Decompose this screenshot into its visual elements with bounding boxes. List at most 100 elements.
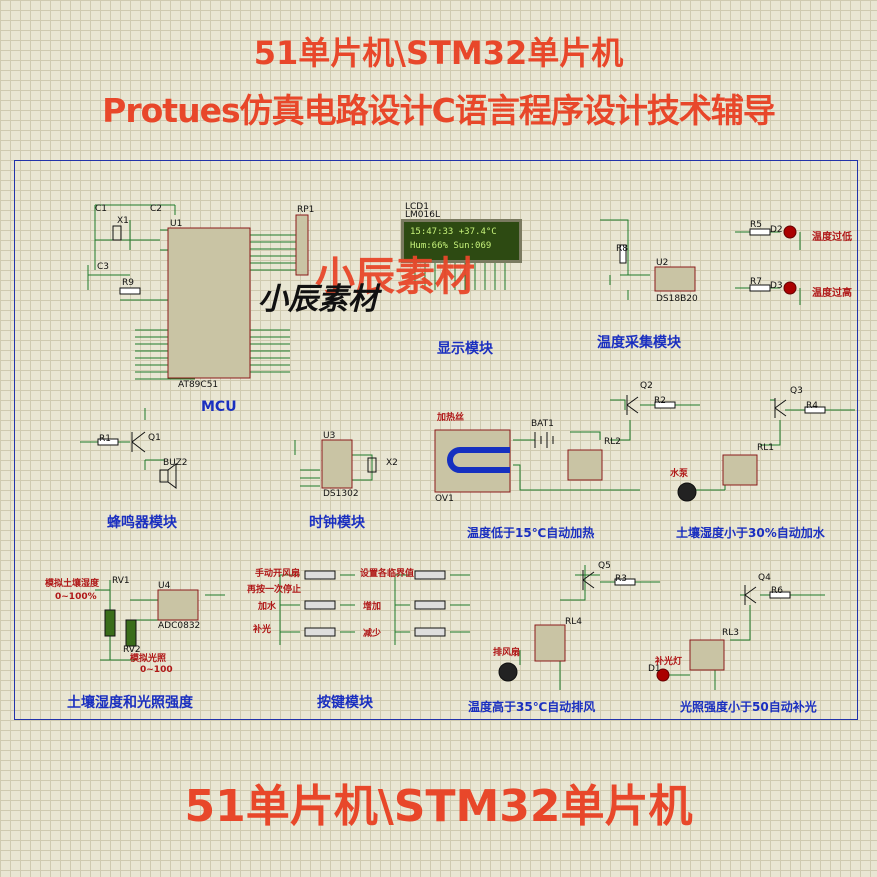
part-label: C3 xyxy=(97,262,110,272)
part-label: BAT1 xyxy=(531,419,554,429)
part-label: R3 xyxy=(615,574,627,584)
pump-motor xyxy=(677,482,697,502)
part-label: D1 xyxy=(648,664,661,674)
light-sensor-label: 模拟光照 xyxy=(130,654,167,664)
watermark-italic: 小辰素材 xyxy=(258,282,378,317)
module-label-keys: 按键模块 xyxy=(317,695,373,711)
mcu-chip xyxy=(167,227,251,379)
buzzer-symbol xyxy=(159,463,177,489)
part-label: RP1 xyxy=(297,205,315,215)
key-label-fan: 手动开风扇 xyxy=(255,569,301,579)
wire xyxy=(250,234,300,271)
part-label: RL1 xyxy=(757,443,774,453)
part-label: ADC0832 xyxy=(158,621,201,631)
part-label: R6 xyxy=(771,586,783,596)
part-label: BUZ2 xyxy=(163,458,188,468)
part-label: LCD1 xyxy=(405,202,429,212)
part-label: C2 xyxy=(150,204,163,214)
part-label: D3 xyxy=(770,281,783,291)
u2-sensor xyxy=(654,266,696,292)
key-label-water: 加水 xyxy=(258,602,277,612)
d2-led xyxy=(783,225,797,239)
part-label: RL2 xyxy=(604,437,621,447)
wire xyxy=(519,565,660,690)
u4-adc-chip xyxy=(157,589,199,621)
part-label: DS18B20 xyxy=(656,294,698,304)
bottom-title: 51单片机\STM32单片机 xyxy=(184,781,693,832)
rl1-relay xyxy=(722,454,758,486)
soil-sensor-label: 模拟土壤湿度 xyxy=(45,579,100,589)
rl2-relay xyxy=(567,449,603,481)
heater-label: 加热丝 xyxy=(437,413,465,423)
part-label: X1 xyxy=(117,216,129,226)
module-label-buzzer: 蜂鸣器模块 xyxy=(107,515,177,531)
heater-coil xyxy=(447,447,510,473)
part-label: Q1 xyxy=(148,433,161,443)
wire xyxy=(414,257,506,290)
q1-transistor xyxy=(131,431,146,453)
r2-resistor xyxy=(654,401,676,409)
r8-resistor xyxy=(619,244,627,264)
part-label: Q3 xyxy=(790,386,803,396)
part-label: R7 xyxy=(750,277,762,287)
part-label: RV1 xyxy=(112,576,130,586)
rp1-resistor-pack xyxy=(295,214,309,276)
r4-resistor xyxy=(804,406,826,414)
fill-light-label: 补光灯 xyxy=(655,657,683,667)
schematic-frame xyxy=(14,160,858,720)
part-label: OV1 xyxy=(435,494,454,504)
q4-transistor xyxy=(744,585,757,605)
module-label-temp: 温度采集模块 xyxy=(597,335,681,351)
wire xyxy=(135,329,195,380)
part-label: U1 xyxy=(170,219,183,229)
d1-led xyxy=(656,668,670,682)
key-button xyxy=(414,600,446,610)
key-button xyxy=(304,600,336,610)
part-label: Q5 xyxy=(598,561,611,571)
part-label: D2 xyxy=(770,225,783,235)
wire xyxy=(513,431,640,491)
wire xyxy=(94,204,195,270)
part-label: RV2 xyxy=(123,645,141,655)
rv1-pot xyxy=(104,609,116,637)
exhaust-label: 排风扇 xyxy=(493,648,521,658)
part-label: AT89C51 xyxy=(178,380,219,390)
soil-range-label: 0~100% xyxy=(55,592,97,602)
module-label-sensors: 土壤湿度和光照强度 xyxy=(67,695,193,711)
wire xyxy=(600,219,650,300)
part-label: R8 xyxy=(616,244,628,254)
r3-resistor xyxy=(614,578,636,586)
rl4-relay xyxy=(534,624,566,662)
part-label: Q2 xyxy=(640,381,653,391)
key-label-increase: 增加 xyxy=(363,602,382,612)
lcd-row-2: Hum:66% Sun:069 xyxy=(410,241,492,251)
x2-crystal xyxy=(367,457,377,473)
key-label-decrease: 减少 xyxy=(363,629,382,639)
part-label: R9 xyxy=(122,278,134,288)
wire xyxy=(394,574,470,645)
part-label: LM016L xyxy=(405,210,440,220)
wire xyxy=(294,440,373,487)
key-button xyxy=(304,570,336,580)
key-label-light: 补光 xyxy=(253,625,272,635)
module-label-display: 显示模块 xyxy=(437,341,493,357)
q3-transistor xyxy=(774,398,787,418)
watermark-large: 小辰素材 xyxy=(315,254,475,300)
r1-resistor xyxy=(97,438,119,446)
module-label-mcu: MCU xyxy=(201,399,237,415)
part-label: U2 xyxy=(656,258,669,268)
part-label: DS1302 xyxy=(323,489,359,499)
title-line-1: 51单片机\STM32单片机 xyxy=(253,34,624,72)
module-label-fan: 温度高于35℃自动排风 xyxy=(468,700,596,714)
alarm-high-temp: 温度过高 xyxy=(812,288,852,299)
part-label: X2 xyxy=(386,458,398,468)
part-label: R5 xyxy=(750,220,762,230)
q5-transistor xyxy=(582,570,595,590)
x1-crystal xyxy=(112,225,122,241)
key-button xyxy=(414,627,446,637)
module-label-water: 土壤湿度小于30%自动加水 xyxy=(676,526,825,540)
title-line-2: Protues仿真电路设计C语言程序设计技术辅导 xyxy=(102,91,776,130)
module-label-clock: 时钟模块 xyxy=(309,515,365,531)
lcd-row-1: 15:47:33 +37.4°C xyxy=(410,227,497,237)
r5-resistor xyxy=(749,228,771,236)
